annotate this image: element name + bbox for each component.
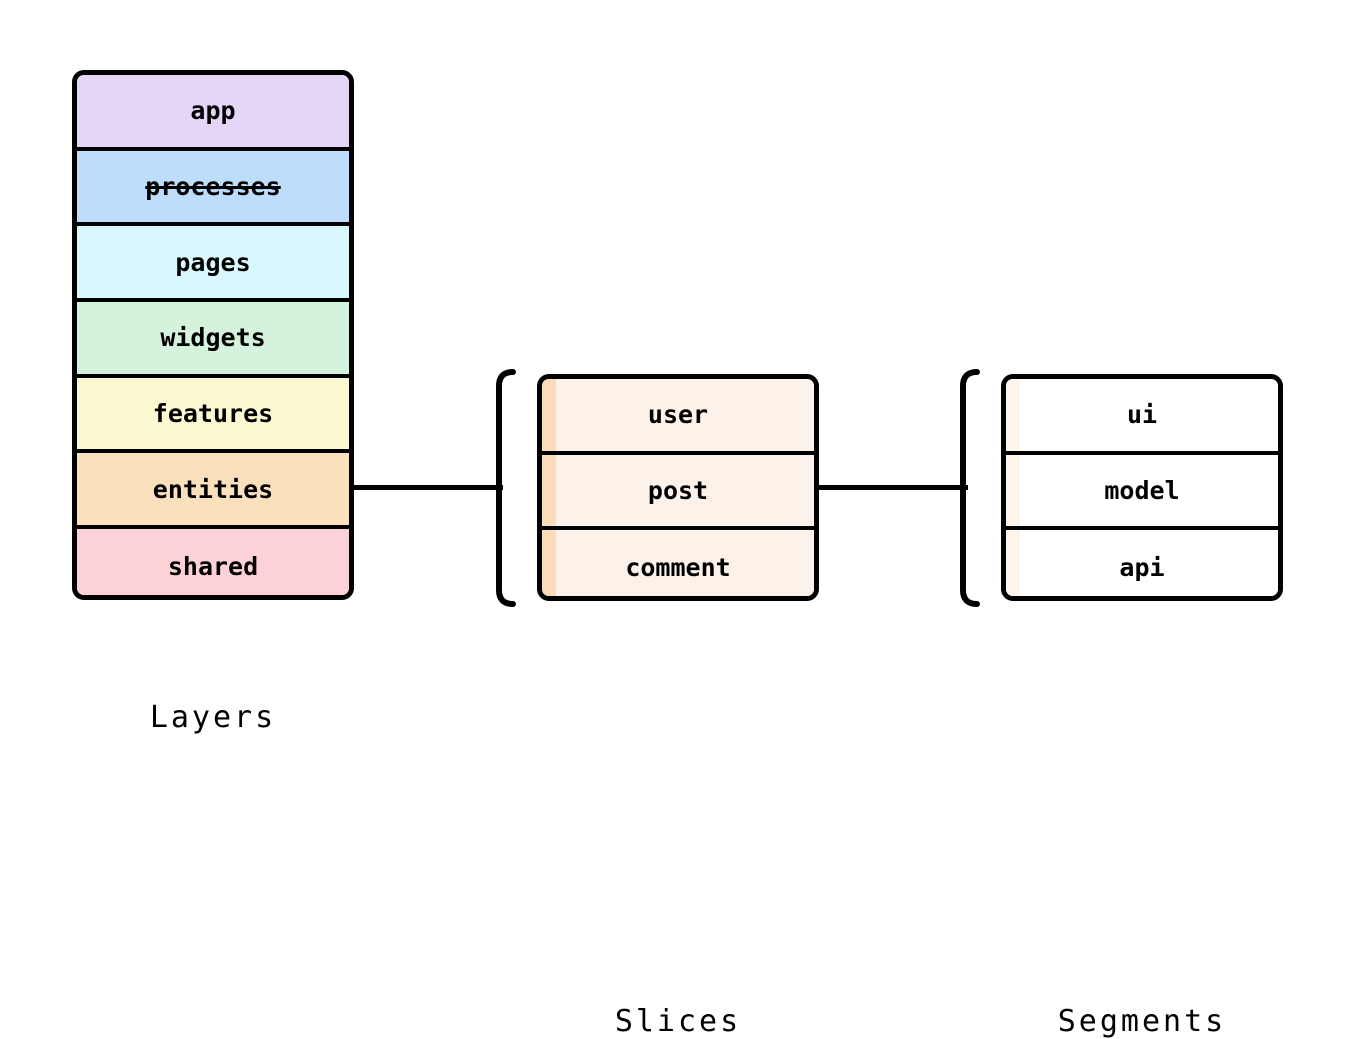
slice-row-comment[interactable]: comment — [542, 530, 814, 596]
caption-segments: Segments — [1057, 1004, 1227, 1039]
segments-stack: ui model api — [1001, 374, 1283, 601]
segment-accent-ui — [1006, 379, 1020, 451]
segment-label-model: model — [1104, 475, 1180, 505]
segment-row-model[interactable]: model — [1006, 454, 1278, 531]
layers-stack: app processes pages widgets features ent… — [72, 70, 354, 600]
slice-row-user[interactable]: user — [542, 379, 814, 455]
caption-slices: Slices — [614, 1004, 742, 1039]
layer-label-entities: entities — [152, 474, 274, 504]
layer-label-shared: shared — [167, 552, 259, 582]
layer-label-pages: pages — [175, 247, 251, 277]
layer-row-entities[interactable]: entities — [77, 453, 349, 530]
slice-accent-comment — [542, 530, 556, 596]
bracket-segments-icon — [960, 369, 980, 607]
connector-slices-to-segments — [818, 485, 968, 490]
layer-row-processes[interactable]: processes — [77, 150, 349, 227]
slice-label-user: user — [647, 400, 709, 430]
diagram-canvas: app processes pages widgets features ent… — [72, 70, 1283, 1039]
layer-label-app: app — [190, 96, 236, 126]
layer-row-widgets[interactable]: widgets — [77, 302, 349, 378]
segment-row-ui[interactable]: ui — [1006, 379, 1278, 455]
segment-row-api[interactable]: api — [1006, 530, 1278, 596]
segment-label-api: api — [1119, 553, 1165, 583]
layer-label-features: features — [152, 399, 274, 429]
caption-layers: Layers — [149, 700, 277, 735]
layer-row-pages[interactable]: pages — [77, 226, 349, 303]
layer-row-app[interactable]: app — [77, 75, 349, 151]
connector-entities-to-slices — [353, 485, 503, 490]
slice-row-post[interactable]: post — [542, 454, 814, 531]
segment-accent-model — [1006, 454, 1020, 527]
slice-label-comment: comment — [625, 553, 731, 583]
layer-row-shared[interactable]: shared — [77, 529, 349, 595]
layer-row-features[interactable]: features — [77, 377, 349, 454]
slice-accent-user — [542, 379, 556, 451]
slice-accent-post — [542, 454, 556, 527]
segment-accent-api — [1006, 530, 1020, 596]
layer-label-widgets: widgets — [160, 323, 266, 353]
slices-stack: user post comment — [537, 374, 819, 601]
bracket-slices-icon — [496, 369, 516, 607]
segment-label-ui: ui — [1126, 400, 1158, 430]
slice-label-post: post — [647, 475, 709, 505]
layer-label-processes: processes — [145, 172, 281, 202]
